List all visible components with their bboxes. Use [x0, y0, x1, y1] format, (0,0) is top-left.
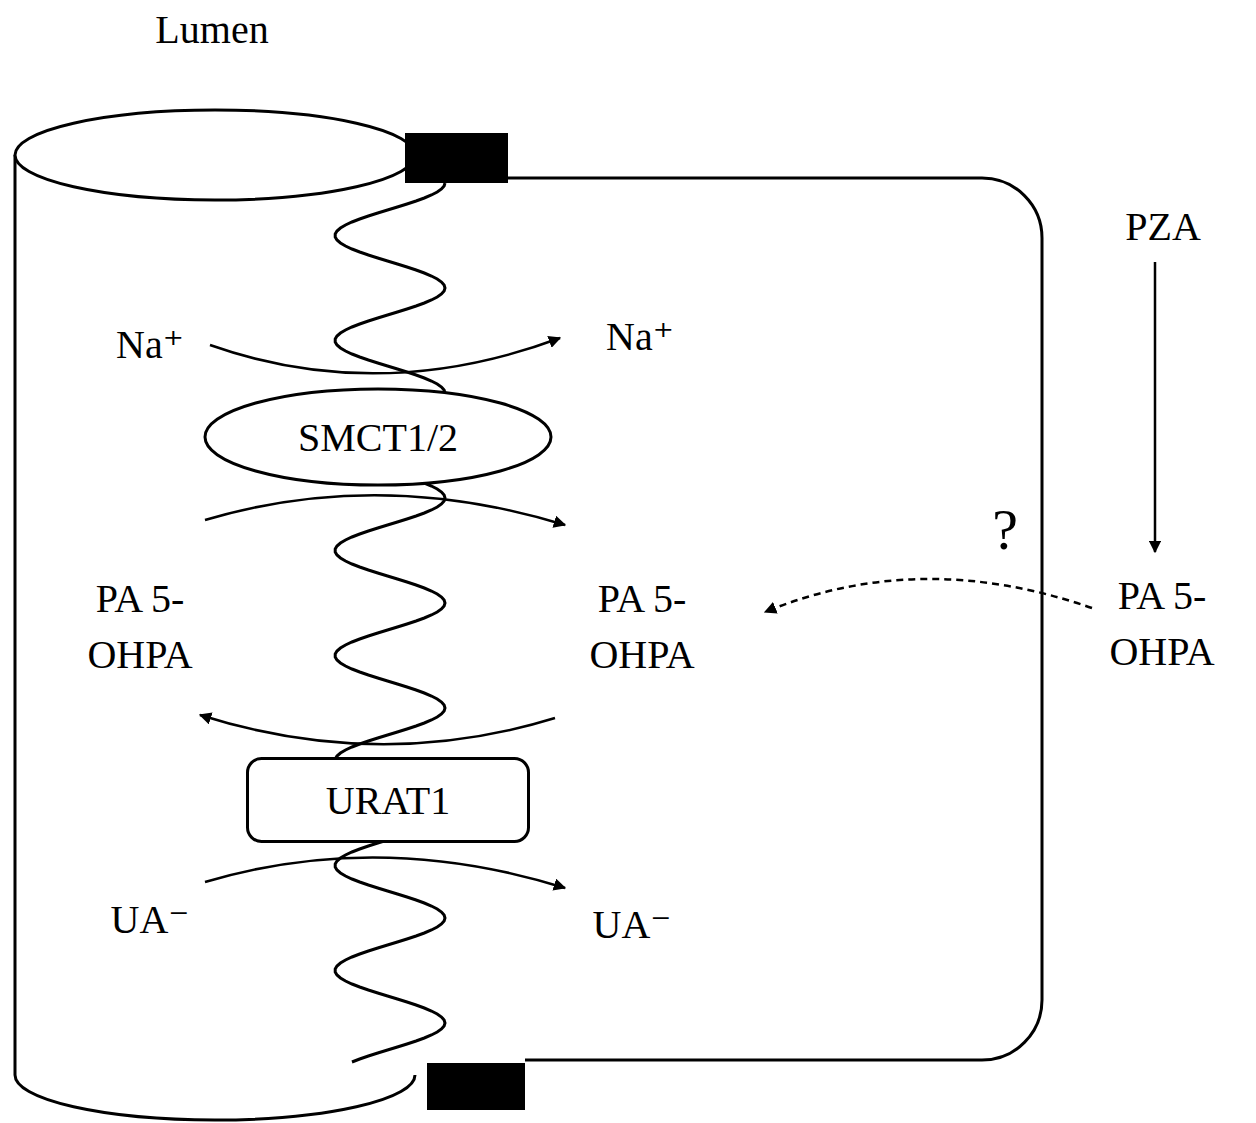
tight-junction — [405, 133, 508, 183]
transporter-name: SMCT1/2 — [298, 414, 458, 461]
label-text: UA⁻ — [111, 892, 190, 948]
label-text: PA 5-OHPA — [1109, 568, 1214, 680]
sodium-arrow — [210, 338, 560, 373]
transporter-name: URAT1 — [326, 777, 450, 824]
label-text: ? — [992, 489, 1018, 570]
label-text: PA 5-OHPA — [589, 571, 694, 683]
label-text: Na⁺ — [606, 309, 674, 365]
uptake-arrow — [205, 495, 565, 525]
label-text: UA⁻ — [593, 897, 672, 953]
label-text: Na⁺ — [116, 317, 184, 373]
lumen-opening — [15, 110, 415, 200]
membrane-coil — [335, 183, 445, 1062]
metabolism-arrow — [1154, 262, 1157, 552]
tight-junction — [427, 1063, 525, 1110]
transporter-box: URAT1 — [246, 757, 530, 843]
label-text: Lumen — [155, 2, 268, 58]
transporter-ellipse: SMCT1/2 — [203, 387, 553, 487]
urate-arrow — [205, 857, 565, 888]
unknown-uptake-arrow — [765, 579, 1092, 612]
label-text: PZA — [1125, 199, 1201, 255]
lumen-wall — [15, 155, 415, 1120]
exchange-arrow — [200, 715, 555, 744]
label-text: PA 5-OHPA — [87, 571, 192, 683]
cell-outline — [505, 178, 1042, 1060]
